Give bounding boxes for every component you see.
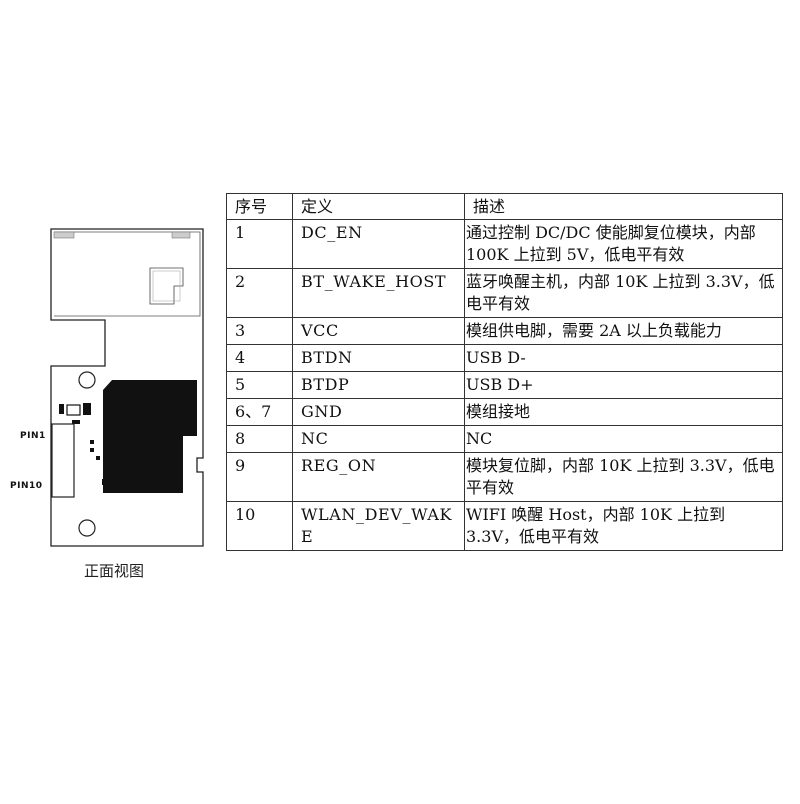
pin-number: 5 <box>226 371 293 399</box>
shield-tab-right <box>171 231 191 239</box>
upper-shield-outline <box>54 231 201 317</box>
shield-tab-left <box>53 231 75 239</box>
header-description: 描述 <box>464 193 783 220</box>
table-row: 8 NC NC <box>226 425 783 453</box>
pin-definition: WLAN_DEV_WAKE <box>292 501 465 551</box>
pin-number: 4 <box>226 344 293 372</box>
header-number: 序号 <box>226 193 293 220</box>
pin-description: 通过控制 DC/DC 使能脚复位模块，内部 100K 上拉到 5V，低电平有效 <box>464 219 783 269</box>
pin-description: 模组接地 <box>464 398 783 426</box>
mounting-hole-bottom <box>78 519 96 537</box>
pin-description: 模块复位脚，内部 10K 上拉到 3.3V，低电平有效 <box>464 452 783 502</box>
pin-number: 10 <box>226 501 293 551</box>
pin-description: USB D- <box>464 344 783 372</box>
pin-description: 蓝牙唤醒主机，内部 10K 上拉到 3.3V，低电平有效 <box>464 268 783 318</box>
mounting-hole-top <box>78 371 96 389</box>
component-3 <box>83 403 91 415</box>
pin-definition: GND <box>292 398 465 426</box>
table-row: 6、7 GND 模组接地 <box>226 398 783 426</box>
pin-number: 3 <box>226 317 293 345</box>
pin-number: 2 <box>226 268 293 318</box>
pin-number: 1 <box>226 219 293 269</box>
pin-definition: DC_EN <box>292 219 465 269</box>
table-row: 2 BT_WAKE_HOST 蓝牙唤醒主机，内部 10K 上拉到 3.3V，低电… <box>226 268 783 318</box>
antenna-pad <box>149 267 184 305</box>
figure-caption: 正面视图 <box>84 562 145 580</box>
pin-description: WIFI 唤醒 Host，内部 10K 上拉到 3.3V，低电平有效 <box>464 501 783 551</box>
component-2 <box>66 404 81 416</box>
pin-definition: BTDN <box>292 344 465 372</box>
component-6 <box>90 448 94 452</box>
antenna-pad-inner <box>152 270 181 302</box>
table-row: 10 WLAN_DEV_WAKE WIFI 唤醒 Host，内部 10K 上拉到… <box>226 501 783 551</box>
pin-number: 6、7 <box>226 398 293 426</box>
table-header-row: 序号 定义 描述 <box>226 193 783 220</box>
pin10-label: PIN10 <box>10 481 43 491</box>
pin-definition: BTDP <box>292 371 465 399</box>
pin-definition: REG_ON <box>292 452 465 502</box>
component-4 <box>72 420 80 424</box>
component-1 <box>59 404 64 414</box>
table-row: 3 VCC 模组供电脚，需要 2A 以上负载能力 <box>226 317 783 345</box>
component-8 <box>102 479 108 485</box>
table-row: 9 REG_ON 模块复位脚，内部 10K 上拉到 3.3V，低电平有效 <box>226 452 783 502</box>
table-row: 5 BTDP USB D+ <box>226 371 783 399</box>
pin-number: 9 <box>226 452 293 502</box>
pin-description: NC <box>464 425 783 453</box>
component-5 <box>90 440 94 444</box>
pin-definition: BT_WAKE_HOST <box>292 268 465 318</box>
pin-description: USB D+ <box>464 371 783 399</box>
pin-definition: VCC <box>292 317 465 345</box>
pin-number: 8 <box>226 425 293 453</box>
pin1-label: PIN1 <box>20 431 46 441</box>
pin-definition: NC <box>292 425 465 453</box>
main-chip <box>103 380 197 493</box>
table-row: 4 BTDN USB D- <box>226 344 783 372</box>
pin-definition-table: 序号 定义 描述 1 DC_EN 通过控制 DC/DC 使能脚复位模块，内部 1… <box>226 193 783 551</box>
table-row: 1 DC_EN 通过控制 DC/DC 使能脚复位模块，内部 100K 上拉到 5… <box>226 219 783 269</box>
pin-connector <box>51 423 75 498</box>
component-7 <box>96 456 100 460</box>
header-definition: 定义 <box>292 193 465 220</box>
pin-description: 模组供电脚，需要 2A 以上负载能力 <box>464 317 783 345</box>
